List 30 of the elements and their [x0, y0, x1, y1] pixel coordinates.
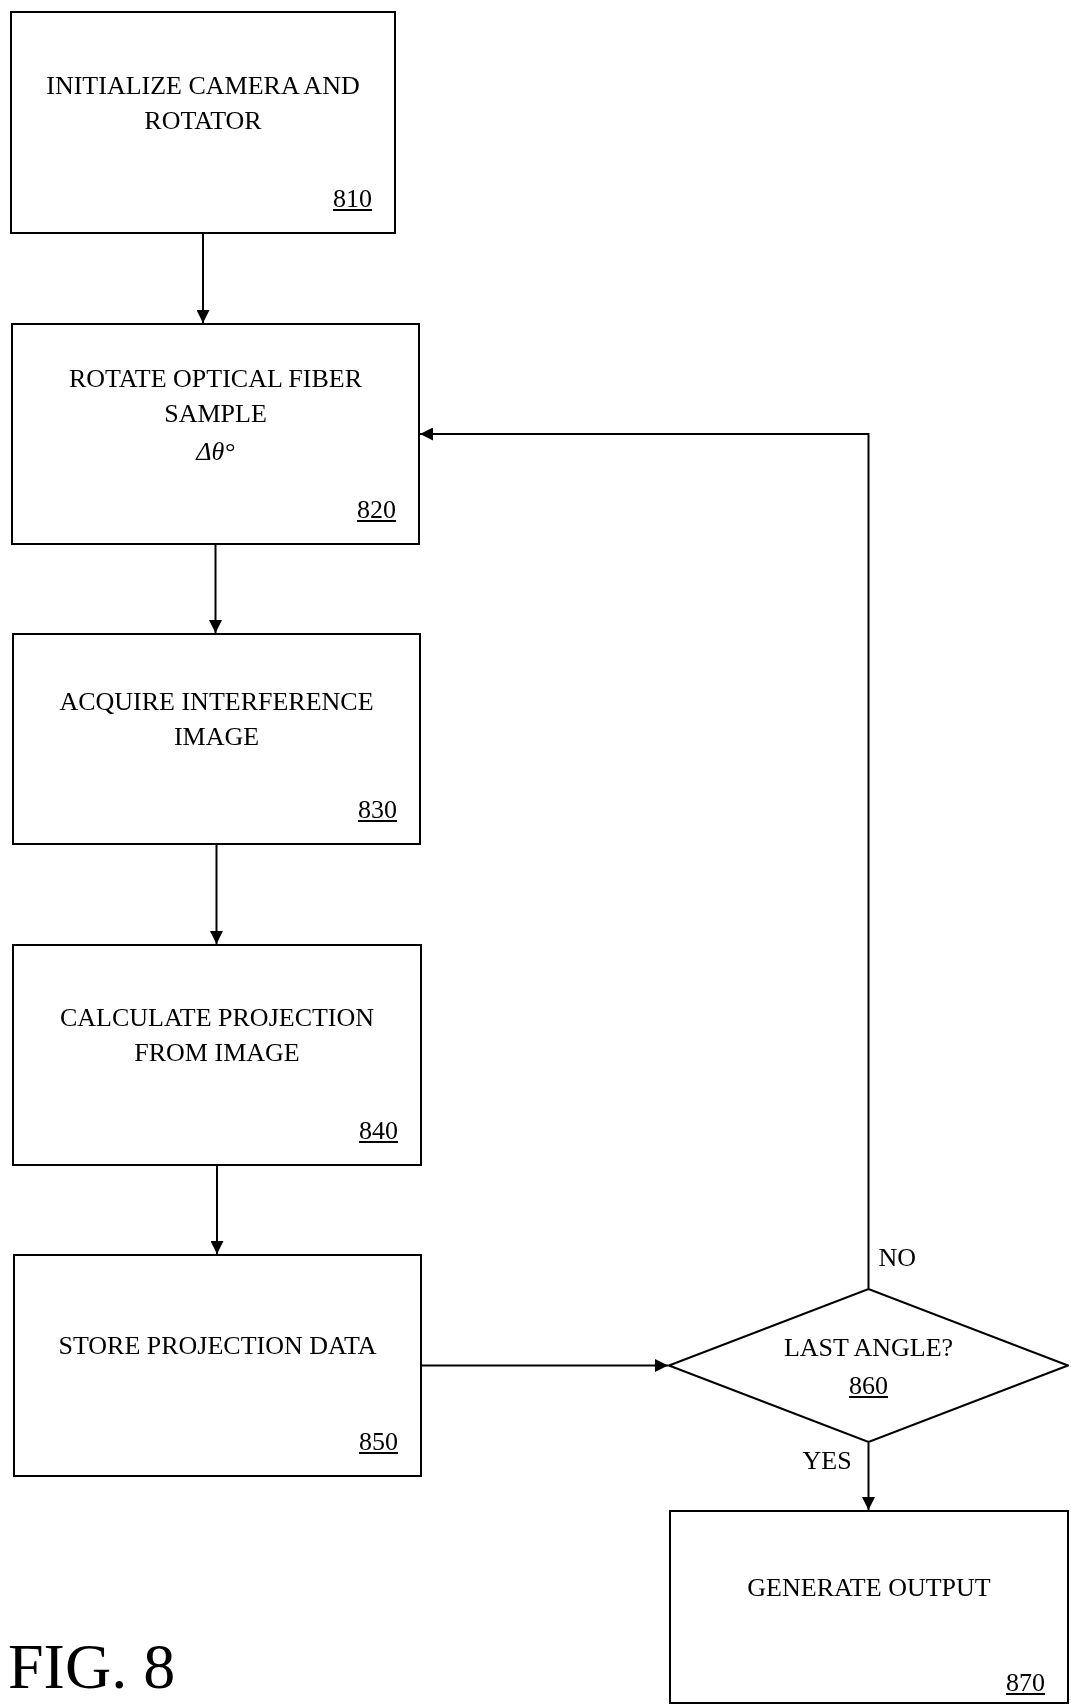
step-number: 850 — [359, 1427, 398, 1457]
angle-increment: Δθ° — [196, 437, 235, 467]
process-box — [12, 944, 422, 1166]
step-number: 870 — [1006, 1668, 1045, 1698]
process-box — [12, 633, 421, 845]
step-number: 830 — [358, 795, 397, 825]
step-text: INITIALIZE CAMERA AND ROTATOR — [45, 69, 361, 137]
step-text: ACQUIRE INTERFERENCE IMAGE — [58, 686, 375, 753]
arrow — [419, 427, 870, 1289]
step-text: STORE PROJECTION DATA — [58, 1330, 377, 1362]
step-text: GENERATE OUTPUT — [747, 1571, 991, 1604]
step-number: 860 — [849, 1371, 888, 1401]
process-box — [10, 11, 396, 234]
process-box — [13, 1254, 422, 1477]
step-text: CALCULATE PROJECTION FROM IMAGE — [58, 1002, 376, 1069]
arrow — [209, 544, 222, 634]
arrow — [196, 233, 210, 324]
step-number: 810 — [333, 184, 372, 214]
step-number: 840 — [359, 1116, 398, 1146]
arrow — [210, 1165, 224, 1255]
arrow — [862, 1442, 875, 1511]
arrow — [210, 844, 223, 945]
process-box — [669, 1510, 1069, 1704]
decision-diamond — [668, 1288, 1069, 1443]
step-text: LAST ANGLE? — [783, 1332, 954, 1364]
figure-label: FIG. 8 — [8, 1632, 176, 1702]
arrow — [421, 1359, 669, 1372]
process-box — [11, 323, 420, 545]
step-number: 820 — [357, 495, 396, 525]
step-text: ROTATE OPTICAL FIBER SAMPLE — [67, 363, 364, 430]
